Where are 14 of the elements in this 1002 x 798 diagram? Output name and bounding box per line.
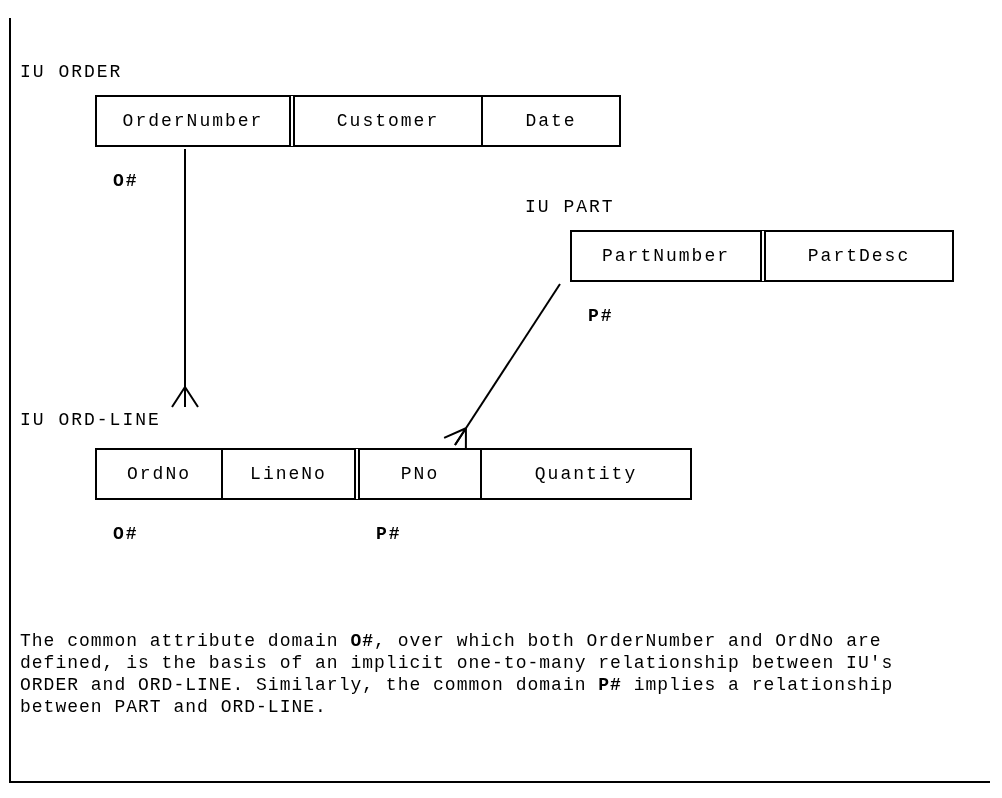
domain-label: P# xyxy=(376,524,402,544)
attribute-cell: LineNo xyxy=(223,448,360,500)
attribute-cell: Date xyxy=(483,95,621,147)
entity-heading: IU PART xyxy=(525,197,615,217)
attribute-cell: Customer xyxy=(295,95,483,147)
attribute-cell: Quantity xyxy=(482,448,692,500)
entity-heading: IU ORD-LINE xyxy=(20,410,161,430)
domain-label: O# xyxy=(113,524,139,544)
domain-label: O# xyxy=(113,171,139,191)
explanation-paragraph: The common attribute domain O#, over which both OrderNumber and OrdNo are defined, is the basis of an implicit one-to-many relationship between IU's ORDER and ORD-LINE. Similarly, the common domain P# implies a relationship between PART and ORD-LINE. xyxy=(20,630,895,718)
domain-label: P# xyxy=(588,306,614,326)
entity-heading: IU ORDER xyxy=(20,62,123,82)
attribute-cell: PartDesc xyxy=(766,230,954,282)
relationship-line xyxy=(171,148,199,408)
